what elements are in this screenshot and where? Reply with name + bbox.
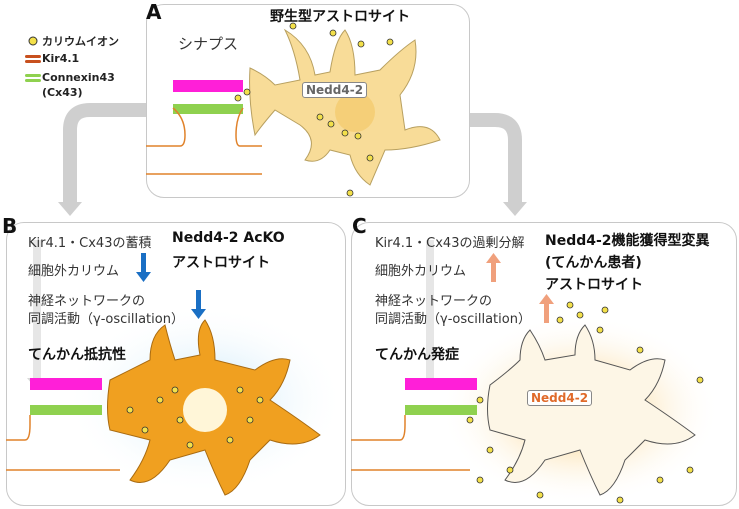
panel-c-line3a: 神経ネットワークの xyxy=(375,294,493,309)
connector-arrowhead-c xyxy=(503,202,527,216)
legend-cx43: Connexin43 xyxy=(42,71,115,84)
potassium-ion xyxy=(566,301,574,309)
potassium-ion xyxy=(126,406,134,414)
panel-c-title2: (てんかん患者) xyxy=(545,255,642,271)
potassium-ion xyxy=(341,129,349,137)
nedd4-2-label-a: Nedd4-2 xyxy=(302,82,368,98)
panel-a-label: A xyxy=(146,0,162,24)
potassium-ion xyxy=(236,386,244,394)
potassium-ion xyxy=(476,476,484,484)
potassium-ion xyxy=(246,416,254,424)
potassium-ion xyxy=(354,132,362,140)
panel-c-line3b: 同調活動（γ-oscillation） xyxy=(375,312,531,327)
potassium-ion xyxy=(686,466,694,474)
potassium-ion xyxy=(176,416,184,424)
potassium-ion xyxy=(576,311,584,319)
panel-b-title1: Nedd4-2 AcKO xyxy=(172,230,285,246)
connector-a-to-c xyxy=(465,113,522,205)
potassium-ion xyxy=(289,22,297,30)
legend-cx43-label: Connexin43 xyxy=(42,71,115,84)
potassium-ion xyxy=(656,476,664,484)
potassium-ion xyxy=(256,396,264,404)
potassium-ion xyxy=(141,426,149,434)
potassium-ion xyxy=(357,40,365,48)
panel-b-line3b: 同調活動（γ-oscillation） xyxy=(28,312,184,327)
potassium-ion xyxy=(234,94,242,102)
potassium-ion xyxy=(243,88,251,96)
potassium-ion xyxy=(327,120,335,128)
potassium-ion xyxy=(226,436,234,444)
potassium-ion xyxy=(636,346,644,354)
kir-icon xyxy=(25,55,41,58)
potassium-ion xyxy=(616,496,624,504)
potassium-ion xyxy=(476,396,484,404)
potassium-ion xyxy=(346,189,354,197)
down-arrow-oscillation xyxy=(196,290,201,310)
potassium-ion xyxy=(556,316,564,324)
connector-arrowhead-b xyxy=(58,202,82,216)
panel-b-label: B xyxy=(2,214,18,238)
panel-b-line1: Kir4.1・Cx43の蓄積 xyxy=(28,236,152,251)
nedd4-2-label-c: Nedd4-2 xyxy=(527,390,593,406)
panel-b-line3a: 神経ネットワークの xyxy=(28,294,146,309)
panel-c-title3: アストロサイト xyxy=(545,277,643,293)
potassium-ion xyxy=(186,441,194,449)
up-arrow-potassium xyxy=(491,262,496,282)
potassium-ion xyxy=(329,29,337,37)
panel-c-label: C xyxy=(352,214,367,238)
panel-b-title2: アストロサイト xyxy=(172,255,270,271)
potassium-ion xyxy=(171,386,179,394)
down-arrow-potassium xyxy=(141,253,146,273)
potassium-ion xyxy=(601,306,609,314)
potassium-ion xyxy=(506,466,514,474)
panel-b-result: てんかん抵抗性 xyxy=(28,347,126,363)
potassium-ion xyxy=(596,326,604,334)
presynaptic-terminal xyxy=(173,80,243,92)
legend-cx43-abbr-label: (Cx43) xyxy=(42,86,83,99)
potassium-ion xyxy=(156,396,164,404)
potassium-ion xyxy=(386,38,394,46)
panel-c-result: てんかん発症 xyxy=(375,347,459,363)
panel-a-title: 野生型アストロサイト xyxy=(270,9,410,25)
panel-c-title1: Nedd4-2機能獲得型変異 xyxy=(545,233,710,249)
potassium-icon xyxy=(28,36,38,46)
potassium-ion xyxy=(486,446,494,454)
legend-cx43-abbr: (Cx43) xyxy=(42,86,83,99)
connector-a-to-b xyxy=(63,103,150,205)
legend-potassium: カリウムイオン xyxy=(42,33,119,49)
legend-potassium-label: カリウムイオン xyxy=(42,35,119,48)
legend-kir-label: Kir4.1 xyxy=(42,52,80,65)
up-arrow-oscillation xyxy=(544,303,549,323)
potassium-ion xyxy=(366,154,374,162)
potassium-ion xyxy=(536,491,544,499)
panel-c-line1: Kir4.1・Cx43の過剰分解 xyxy=(375,236,525,251)
potassium-ion xyxy=(696,376,704,384)
potassium-ion xyxy=(316,113,324,121)
cx43-icon xyxy=(25,74,41,77)
postsynaptic-terminal xyxy=(173,104,243,114)
panel-c-line2: 細胞外カリウム xyxy=(375,264,467,279)
mutant-astrocyte xyxy=(487,324,696,496)
potassium-ion xyxy=(466,416,474,424)
synapse-label: シナプス xyxy=(178,35,239,53)
panel-b-line2: 細胞外カリウム xyxy=(28,264,120,279)
legend-kir: Kir4.1 xyxy=(42,52,79,65)
